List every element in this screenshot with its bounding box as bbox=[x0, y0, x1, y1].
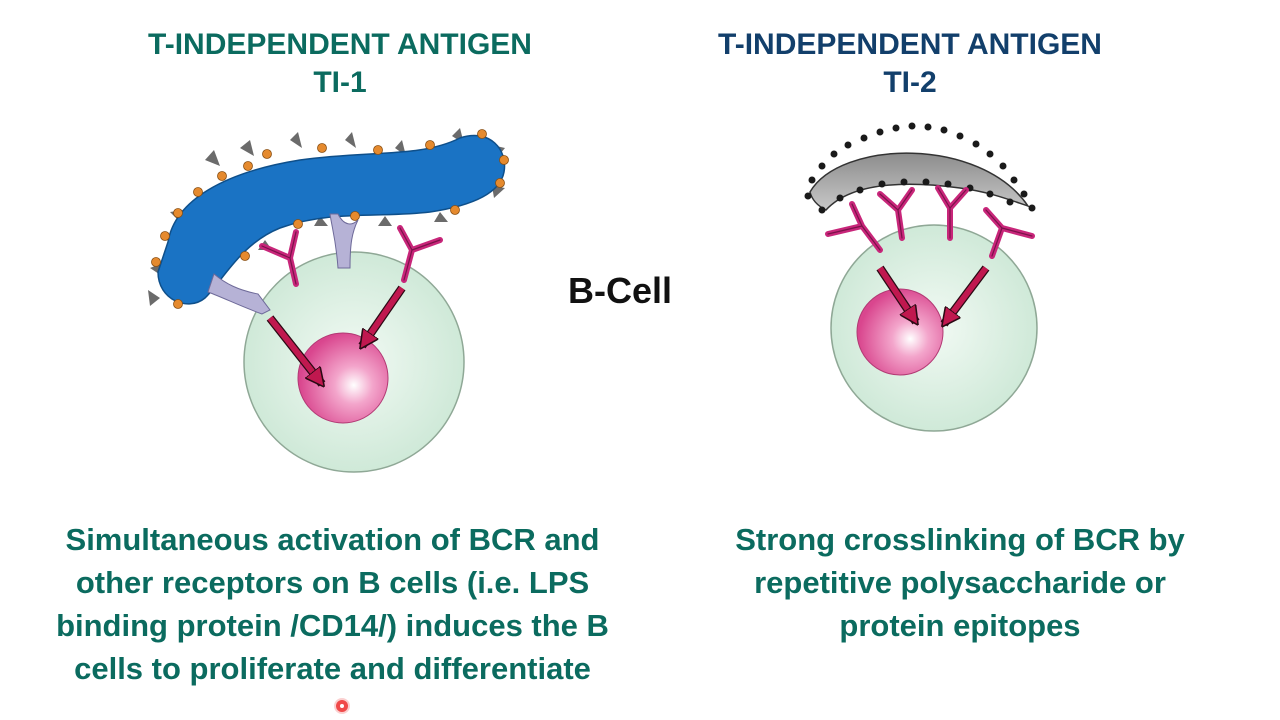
ti2-illustration bbox=[804, 122, 1038, 432]
ti1-nucleus bbox=[297, 332, 389, 424]
ti2-nucleus bbox=[856, 288, 944, 376]
ti1-title: T-INDEPENDENT ANTIGEN TI-1 bbox=[60, 26, 620, 102]
laser-pointer-dot bbox=[336, 700, 348, 712]
ti1-description-line: other receptors on B cells (i.e. LPS bbox=[75, 565, 590, 600]
ti2-bcr-receptors bbox=[825, 185, 1035, 259]
ti1-signal-arrows bbox=[266, 285, 406, 384]
ti1-description-line: cells to proliferate and differentiate bbox=[74, 651, 591, 686]
ti2-epitope-dots bbox=[804, 122, 1036, 214]
ti2-description-line: protein epitopes bbox=[839, 608, 1081, 643]
ti1-cd14-receptors bbox=[207, 213, 359, 315]
b-cell-label: B-Cell bbox=[567, 270, 672, 311]
ti2-description-line: repetitive polysaccharide or bbox=[754, 565, 1166, 600]
ti1-description-line: binding protein /CD14/) induces the B bbox=[56, 608, 609, 643]
ti1-illustration bbox=[148, 128, 509, 473]
ti1-bcr-receptors bbox=[259, 225, 443, 287]
ti2-title-line2: TI-2 bbox=[883, 66, 937, 99]
ti1-title-line1: T-INDEPENDENT ANTIGEN bbox=[148, 28, 532, 61]
ti2-antigen-body bbox=[809, 152, 1030, 211]
ti1-antigen-beads bbox=[151, 129, 509, 309]
ti2-description: Strong crosslinking of BCR by repetitive… bbox=[680, 518, 1240, 647]
ti2-title-line1: T-INDEPENDENT ANTIGEN bbox=[718, 28, 1102, 61]
ti2-signal-arrows bbox=[876, 265, 990, 324]
ti1-title-line2: TI-1 bbox=[313, 66, 367, 99]
ti1-description-line: Simultaneous activation of BCR and bbox=[65, 522, 600, 557]
ti1-description: Simultaneous activation of BCR and other… bbox=[0, 518, 665, 690]
ti2-description-line: Strong crosslinking of BCR by bbox=[735, 522, 1185, 557]
ti2-title: T-INDEPENDENT ANTIGEN TI-2 bbox=[650, 26, 1170, 102]
